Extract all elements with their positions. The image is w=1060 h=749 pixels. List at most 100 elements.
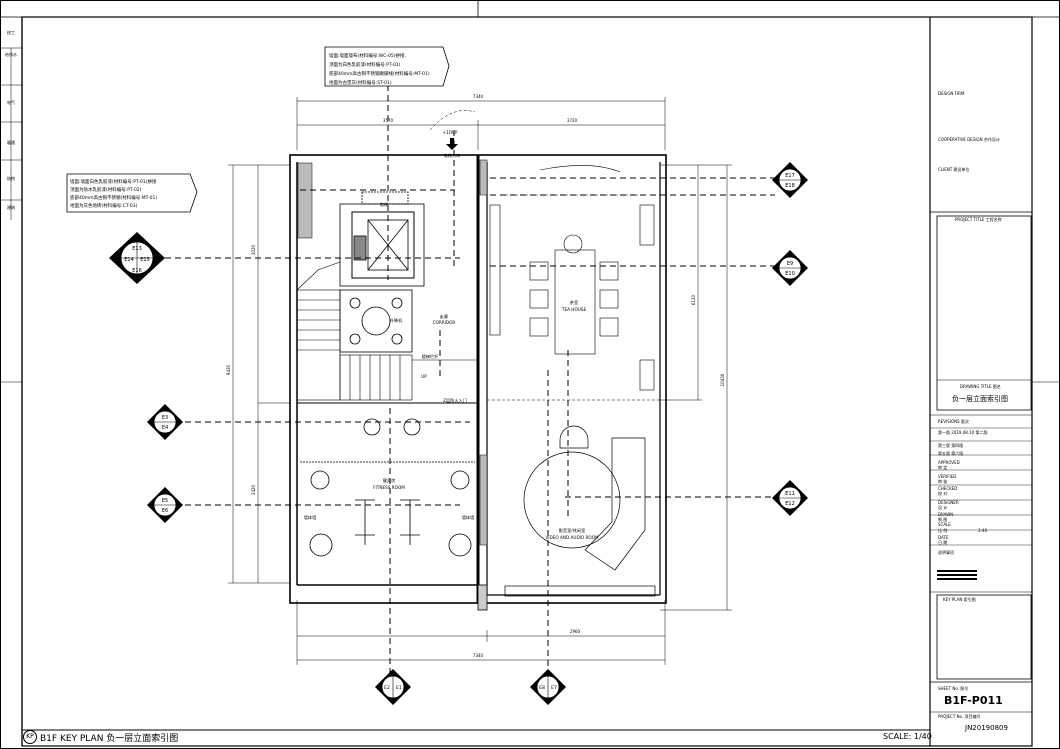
dim-left-total: 9430 bbox=[226, 364, 231, 375]
svg-text:E5: E5 bbox=[162, 498, 168, 504]
tb-cooperative: COOPERATIVE DESIGN 合作设计 bbox=[938, 137, 1000, 142]
svg-text:E4: E4 bbox=[162, 425, 168, 431]
tb-drawn-cn: 制 图 bbox=[938, 517, 948, 522]
dim-right-total: 10430 bbox=[720, 373, 725, 386]
right-wall-label: 墙体墙 bbox=[462, 514, 475, 521]
svg-text:E8: E8 bbox=[539, 685, 545, 691]
stair-up-label: UP bbox=[421, 374, 427, 379]
svg-text:E13: E13 bbox=[132, 246, 142, 252]
elev-marker-e1-e2: E2 E1 bbox=[375, 669, 411, 705]
note-box-left: 墙面:墙面白色乳胶漆(材料编号:PT-01)拼接 顶面为防水乳胶漆(材料编号:P… bbox=[66, 173, 198, 213]
floor-plan-walls bbox=[289, 154, 667, 611]
dim-top-right: 3720 bbox=[567, 118, 578, 123]
note-box-top: 墙面:墙面墙布(材料编号:WC-05)拼接, 顶面为白色乳胶漆(材料编号:PT-… bbox=[324, 46, 450, 87]
svg-text:E18: E18 bbox=[785, 183, 795, 189]
tb-sheet-no: B1F-P011 bbox=[944, 694, 1003, 707]
svg-text:E15: E15 bbox=[140, 257, 150, 263]
strip-label-2: 电气 bbox=[7, 100, 15, 105]
kp-badge: KP bbox=[23, 730, 37, 744]
dim-left-inner2: 3420 bbox=[251, 484, 256, 495]
svg-text:E3: E3 bbox=[162, 415, 168, 421]
strip-label-3: 暖通 bbox=[7, 140, 15, 145]
note-top-3: 底部40mm高古铜不锈钢踢脚线(材料编号:MT-01) bbox=[329, 70, 430, 77]
dim-left-inner: 3020 bbox=[251, 244, 256, 255]
av-room-furniture bbox=[504, 425, 656, 597]
elev-marker-e11-e12: E11 E12 bbox=[772, 480, 808, 516]
tb-drawing-title: 负一层立面索引图 bbox=[952, 395, 1008, 403]
elev-marker-e3: E3 E4 bbox=[147, 404, 183, 440]
tb-drawn: DRAWN bbox=[938, 512, 954, 517]
svg-text:E12: E12 bbox=[785, 501, 795, 507]
title-block-hatch bbox=[937, 570, 977, 580]
tb-designer: DESIGNER bbox=[938, 500, 959, 505]
note-top-4: 地面为古堡灰(材料编号:ST-01) bbox=[329, 79, 392, 86]
fitness-en: FITNESS ROOM bbox=[373, 485, 405, 490]
room-labels: 走廊 CORRIDOR 茶室 TEA HOUSE 健身房 FITNESS ROO… bbox=[304, 130, 599, 540]
svg-text:E1: E1 bbox=[396, 685, 402, 691]
av-en: VIDEO AND AUDIO ROOM bbox=[545, 535, 599, 540]
corridor-cn: 走廊 bbox=[440, 313, 448, 320]
tea-cn: 茶室 bbox=[570, 299, 578, 305]
elev-marker-e5-e6: E5 E6 bbox=[147, 487, 183, 523]
tb-scale-label: SCALE bbox=[938, 522, 951, 527]
tb-project-no: JN20190809 bbox=[965, 724, 1008, 732]
tb-design-firm: DESIGN FIRM bbox=[938, 91, 965, 96]
tb-rev-row3: 第五版 第六版 bbox=[938, 451, 964, 456]
elev-marker-e9-e10: E9 E10 bbox=[772, 250, 808, 286]
tb-verified: VERIFIED bbox=[938, 474, 957, 479]
svg-text:E14: E14 bbox=[124, 257, 134, 263]
svg-text:E11: E11 bbox=[785, 491, 795, 497]
tb-rev-row: 第一版 2019.08.10 第二版 bbox=[938, 430, 988, 435]
tb-client: CLIENT 建设单位 bbox=[938, 167, 970, 172]
strip-label-4: 结构 bbox=[7, 176, 15, 181]
tb-scale-value: 1:40 bbox=[978, 528, 987, 533]
svg-text:E2: E2 bbox=[384, 685, 390, 691]
dim-right-inner: 6120 bbox=[691, 294, 696, 305]
tb-checked-cn: 校 对 bbox=[938, 491, 948, 496]
note-top-1: 墙面:墙面墙布(材料编号:WC-05)拼接, bbox=[329, 52, 406, 59]
svg-text:E9: E9 bbox=[787, 261, 793, 267]
dimension-lines bbox=[228, 97, 732, 665]
drawing-bottom-title: B1F KEY PLAN 负一层立面索引图 bbox=[40, 734, 179, 744]
strip-label-5: 建筑 bbox=[7, 205, 15, 210]
entry2-label: Z层防火入门 bbox=[443, 397, 467, 404]
lift-label: 升降机 bbox=[390, 317, 403, 324]
tb-scale-cn: 比 例 bbox=[938, 528, 948, 533]
tea-room-furniture bbox=[489, 165, 655, 391]
rail-label: 楼梯栏杆 bbox=[422, 353, 440, 360]
tb-key-plan: KEY PLAN 索引图 bbox=[943, 597, 976, 602]
strip-label-6: 校工 bbox=[7, 30, 15, 35]
entry-arrow bbox=[429, 110, 476, 150]
tb-drawing-title-label: DRAWING TITLE 图名 bbox=[960, 384, 1001, 389]
left-wall-label: 墙体墙 bbox=[304, 514, 317, 521]
tb-project-title: PROJECT TITLE 工程名称 bbox=[955, 217, 1002, 222]
tb-notes-head: 说明事项 bbox=[938, 550, 954, 555]
svg-text:E16: E16 bbox=[132, 268, 142, 274]
tea-en: TEA HOUSE bbox=[561, 307, 587, 312]
staircase bbox=[296, 261, 478, 401]
svg-text:E7: E7 bbox=[551, 685, 557, 691]
note-top-2: 顶面为白色乳胶漆(材料编号:PT-01) bbox=[329, 61, 401, 68]
svg-text:E17: E17 bbox=[785, 173, 795, 179]
corridor-en: CORRIDOR bbox=[433, 320, 456, 325]
elevation-markers: E17 E18 E9 E10 E11 E12 E13 E14 E15 E16 bbox=[109, 162, 808, 705]
tb-verified-cn: 审 核 bbox=[938, 479, 948, 484]
fitness-cn: 健身房 bbox=[383, 477, 396, 484]
tb-project-no-label: PROJECT No. 项目编号 bbox=[938, 714, 981, 719]
tb-approved-cn: 审 定 bbox=[938, 465, 948, 470]
av-cn: 影音室/休闲室 bbox=[559, 527, 586, 534]
entry1-label: +1FA.P bbox=[443, 130, 458, 135]
svg-text:E10: E10 bbox=[785, 271, 795, 277]
note-left-3: 底部40mm高古铜不锈钢(材料编号:MT-01) bbox=[70, 194, 157, 201]
tb-checked: CHECKED bbox=[938, 486, 958, 491]
dim-bottom-left: 2960 bbox=[570, 629, 581, 634]
tb-date-label: DATE bbox=[938, 535, 949, 540]
tb-date-cn: 日 期 bbox=[938, 540, 948, 545]
dim-top-total: 7340 bbox=[473, 94, 484, 99]
drawing-scale: SCALE: 1/40 bbox=[883, 732, 932, 741]
tb-approved: APPROVED bbox=[938, 460, 960, 465]
tb-revisions: REVISIONS 版次 bbox=[938, 419, 969, 424]
svg-text:E6: E6 bbox=[162, 508, 168, 514]
tb-sheet-no-label: SHEET No. 图号 bbox=[938, 686, 969, 691]
